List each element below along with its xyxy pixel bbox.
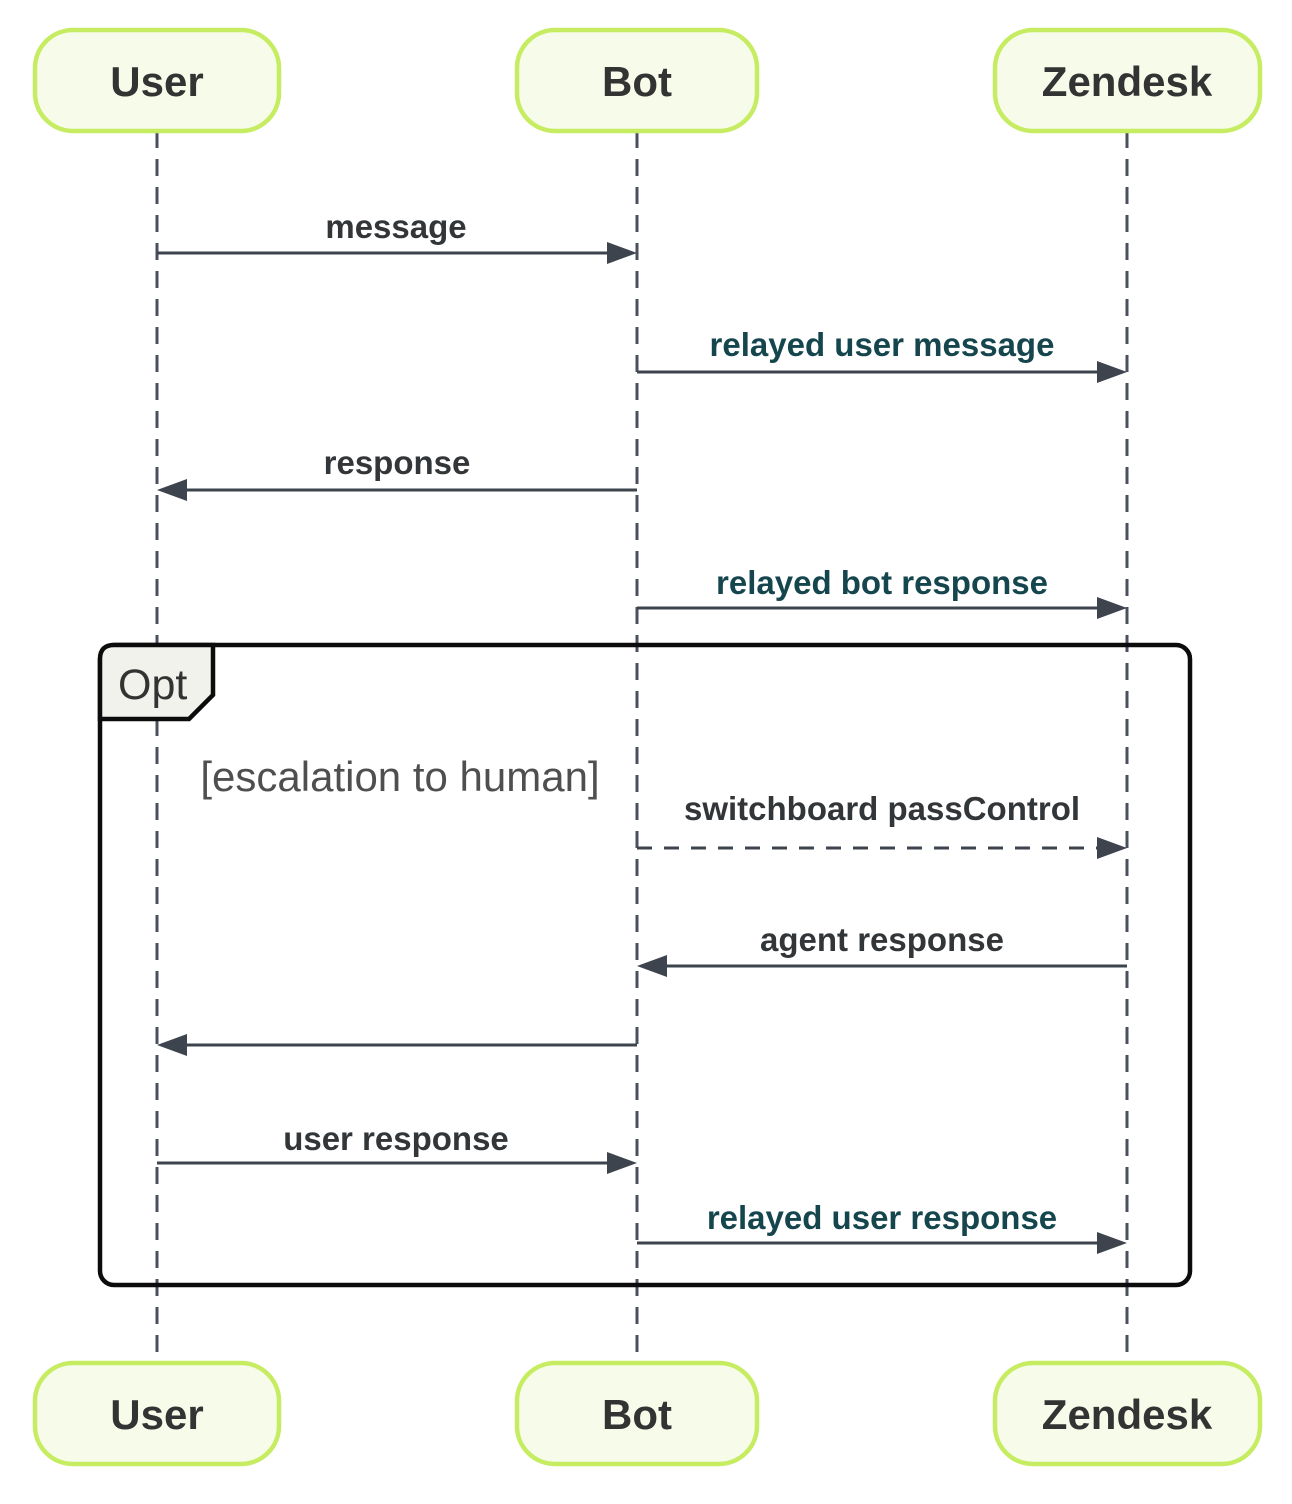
- message-label: relayed user response: [707, 1199, 1057, 1236]
- message-arrow-8: relayed user response: [637, 1199, 1127, 1254]
- actor-name: User: [110, 1391, 203, 1438]
- message-arrow-6: [157, 1034, 637, 1056]
- actor-box: [992, 1360, 1263, 1467]
- opt-frame-tab: [97, 642, 216, 722]
- message-arrow-3: relayed bot response: [637, 564, 1127, 619]
- opt-frame-border: [97, 642, 1193, 1288]
- actor-user-top: User: [32, 27, 282, 134]
- message-label: relayed user message: [710, 326, 1055, 363]
- message-arrow-4: switchboard passControl: [637, 790, 1127, 859]
- actor-box: [514, 1360, 760, 1467]
- message-label: switchboard passControl: [684, 790, 1080, 827]
- opt-frame-guard-label: [escalation to human]: [200, 753, 599, 800]
- message-label: relayed bot response: [716, 564, 1048, 601]
- message-label: agent response: [760, 921, 1004, 958]
- actor-user-bottom: User: [32, 1360, 282, 1467]
- arrowhead-left-icon: [157, 1034, 187, 1056]
- actor-name: Bot: [602, 1391, 672, 1438]
- actor-box: [992, 27, 1263, 134]
- message-label: user response: [283, 1120, 509, 1157]
- messages: message relayed user message response re…: [157, 208, 1127, 1254]
- actor-name: User: [110, 58, 203, 105]
- actors-top: User Bot Zendesk: [32, 27, 1263, 134]
- arrowhead-right-icon: [1097, 597, 1127, 619]
- actor-zendesk-top: Zendesk: [992, 27, 1263, 134]
- arrowhead-right-icon: [607, 1152, 637, 1174]
- message-arrow-2: response: [157, 444, 637, 501]
- arrowhead-right-icon: [1097, 837, 1127, 859]
- arrowhead-left-icon: [637, 955, 667, 977]
- actor-box: [514, 27, 760, 134]
- message-arrow-7: user response: [157, 1120, 637, 1174]
- message-label: message: [325, 208, 466, 245]
- actor-bot-bottom: Bot: [514, 1360, 760, 1467]
- arrowhead-right-icon: [607, 242, 637, 264]
- opt-frame: Opt [escalation to human]: [97, 642, 1193, 1288]
- actor-name: Zendesk: [1042, 1391, 1213, 1438]
- actors-bottom: User Bot Zendesk: [32, 1360, 1263, 1467]
- arrowhead-left-icon: [157, 479, 187, 501]
- actor-name: Bot: [602, 58, 672, 105]
- actor-box: [32, 1360, 282, 1467]
- message-arrow-5: agent response: [637, 921, 1127, 977]
- message-label: response: [324, 444, 471, 481]
- actor-zendesk-bottom: Zendesk: [992, 1360, 1263, 1467]
- arrowhead-right-icon: [1097, 1232, 1127, 1254]
- opt-frame-kind-label: Opt: [118, 661, 187, 709]
- lifelines: [155, 131, 1129, 1364]
- actor-box: [32, 27, 282, 134]
- message-arrow-1: relayed user message: [637, 326, 1127, 383]
- message-arrow-0: message: [157, 208, 637, 264]
- actor-name: Zendesk: [1042, 58, 1213, 105]
- actor-bot-top: Bot: [514, 27, 760, 134]
- arrowhead-right-icon: [1097, 361, 1127, 383]
